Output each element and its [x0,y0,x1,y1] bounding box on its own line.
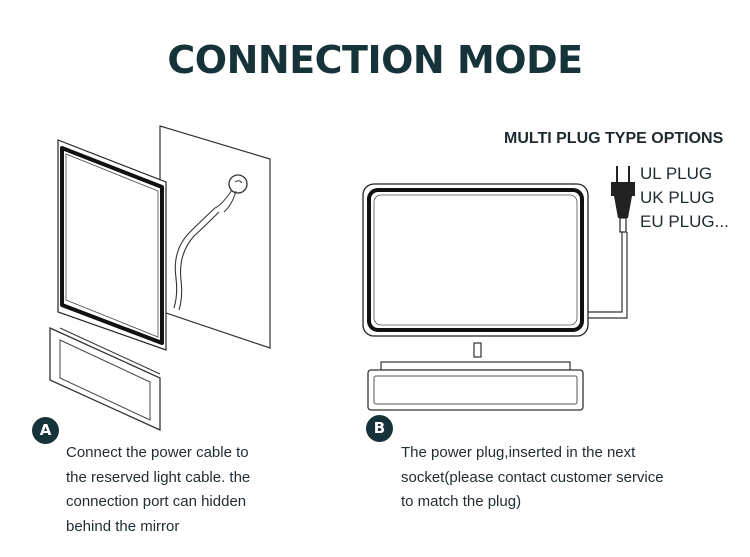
mirror-left [57,139,167,351]
step-a-line: behind the mirror [66,517,180,535]
step-b-badge: B [366,415,393,442]
cabinet-left [49,326,161,432]
plug-options-heading: MULTI PLUG TYPE OPTIONS [504,130,724,147]
step-a-line: the reserved light cable. the [66,468,251,486]
plug-option-eu: EU PLUG... [640,212,729,231]
plug-cable [588,232,628,319]
cabinet-right [367,361,584,411]
mirror-right [362,183,589,337]
page-title: CONNECTION MODE [167,38,583,82]
switch-icon [473,342,482,358]
plug-icon [611,166,635,233]
step-b-line: The power plug,inserted in the next [401,444,636,461]
wall-panel [159,125,271,349]
step-b-line: to match the plug) [401,493,522,510]
step-a-badge: A [32,417,59,444]
plug-option-ul: UL PLUG [640,164,713,183]
power-cable [173,207,220,311]
step-a-line: Connect the power cable to [66,444,249,461]
step-a-line: connection port can hidden [66,493,247,510]
step-b-caption: The power plug,inserted in the next sock… [401,441,664,515]
step-a-caption: Connect the power cable to the reserved … [66,441,250,539]
plug-option-uk: UK PLUG [640,188,715,207]
wall-port-icon [214,174,248,213]
step-b-line: socket(please contact customer service [401,468,664,486]
